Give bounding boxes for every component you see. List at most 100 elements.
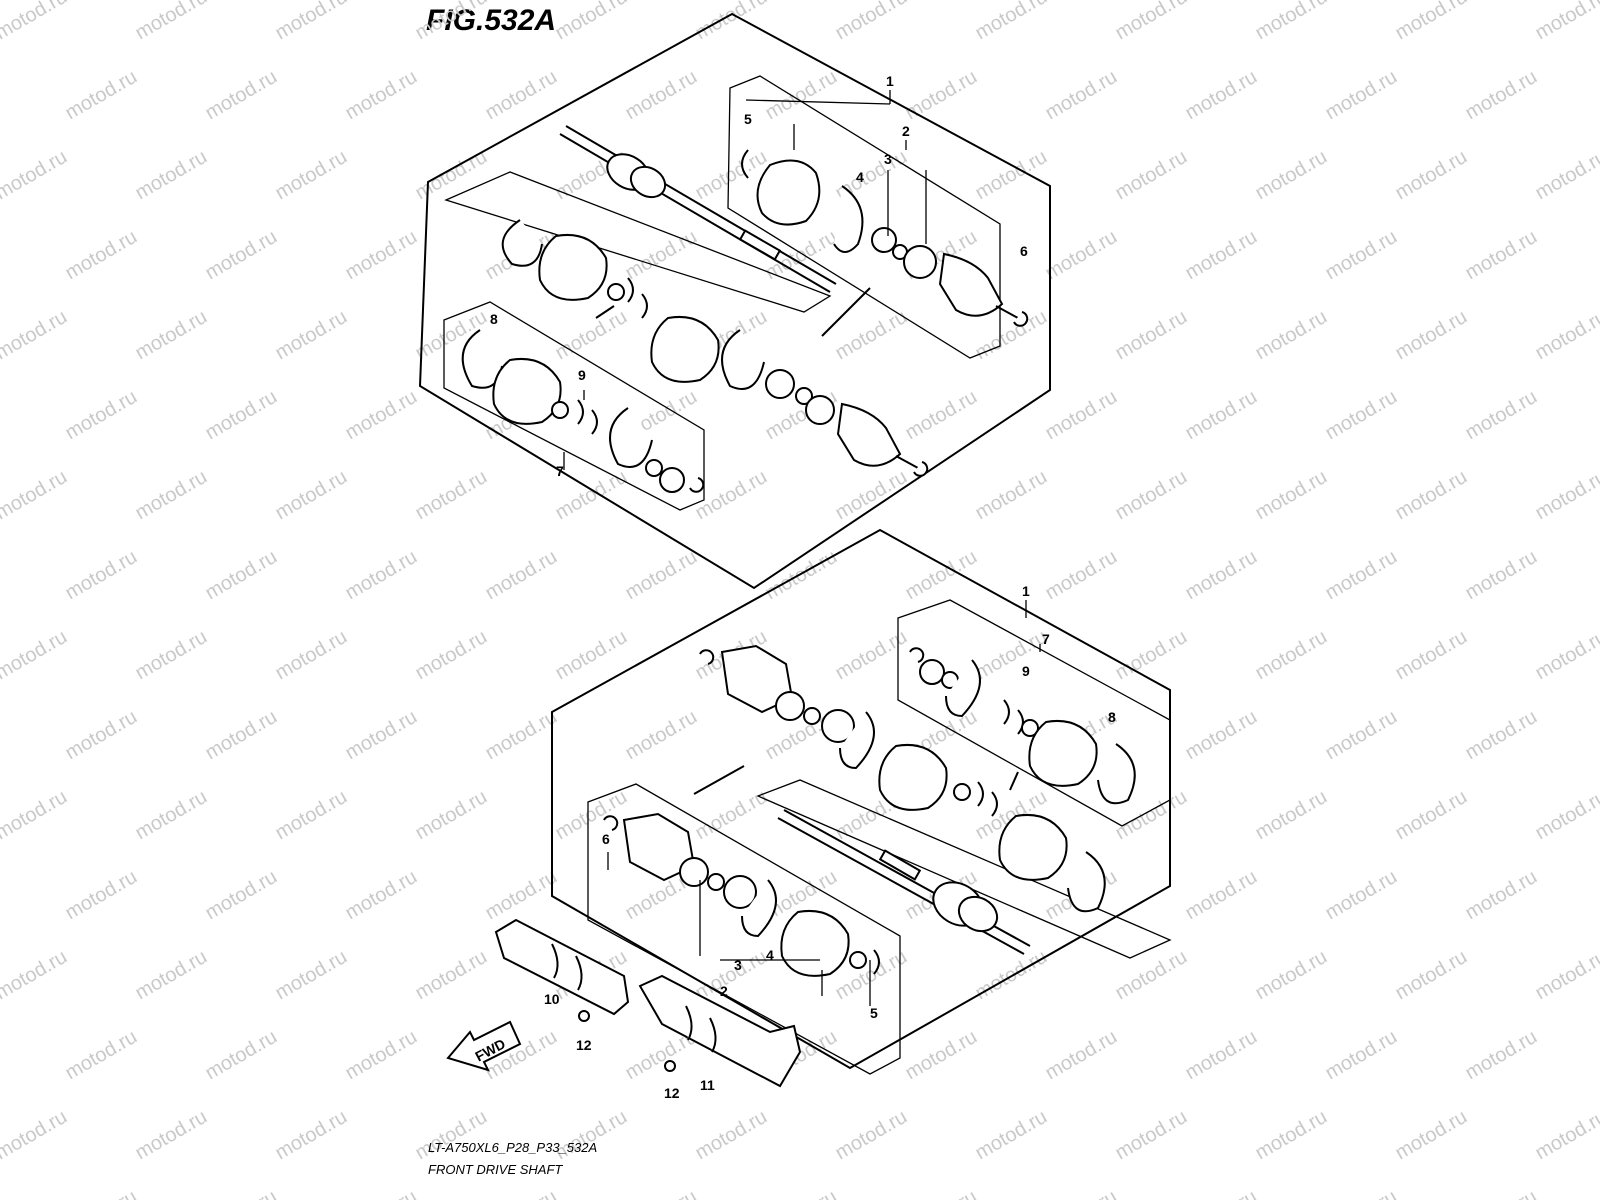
bottom-assembly: FWD 1 7 9 8 6 3 4 2 5 10 11 12 12 bbox=[446, 528, 1172, 1101]
bottom-kit-box-7 bbox=[897, 599, 1171, 827]
watermark-text: motod.ru bbox=[202, 226, 281, 285]
callout-12b: 12 bbox=[664, 1085, 680, 1101]
watermark-text: motod.ru bbox=[1182, 226, 1261, 285]
top-assembly: 1 2 3 4 5 6 7 8 9 bbox=[418, 12, 1051, 590]
top-left-kit-parts bbox=[461, 329, 705, 493]
bottom-upper-kit-parts bbox=[693, 644, 1106, 913]
callout-3: 3 bbox=[884, 151, 892, 167]
watermark-text: motod.ru bbox=[202, 66, 281, 125]
watermark-text: motod.ru bbox=[1462, 866, 1541, 925]
callout-12a: 12 bbox=[576, 1037, 592, 1053]
top-right-kit-parts bbox=[741, 149, 1029, 327]
bottom-kit7-parts bbox=[909, 647, 1136, 805]
watermark-text: motod.ru bbox=[1252, 946, 1331, 1005]
watermark-text: motod.ru bbox=[1462, 1186, 1541, 1200]
watermark-text: motod.ru bbox=[1042, 1026, 1121, 1085]
callout-8b: 8 bbox=[1108, 709, 1116, 725]
watermark-text: motod.ru bbox=[1462, 386, 1541, 445]
watermark-text: motod.ru bbox=[482, 546, 561, 605]
watermark-text: motod.ru bbox=[0, 866, 1, 925]
watermark-text: motod.ru bbox=[0, 1186, 1, 1200]
watermark-text: motod.ru bbox=[972, 466, 1051, 525]
watermark-text: motod.ru bbox=[272, 146, 351, 205]
watermark-text: motod.ru bbox=[132, 146, 211, 205]
watermark-text: motod.ru bbox=[1042, 226, 1121, 285]
watermark-text: motod.ru bbox=[202, 546, 281, 605]
watermark-text: motod.ru bbox=[1532, 626, 1600, 685]
watermark-text: motod.ru bbox=[202, 386, 281, 445]
watermark-text: motod.ru bbox=[132, 786, 211, 845]
bottom-kit-box-2 bbox=[587, 783, 901, 1075]
watermark-text: motod.ru bbox=[552, 0, 631, 44]
callout-6b: 6 bbox=[602, 831, 610, 847]
watermark-text: motod.ru bbox=[972, 1106, 1051, 1165]
watermark-text: motod.ru bbox=[622, 706, 701, 765]
watermark-text: motod.ru bbox=[1182, 546, 1261, 605]
watermark-text: motod.ru bbox=[0, 946, 71, 1005]
watermark-text: motod.ru bbox=[482, 706, 561, 765]
watermark-text: motod.ru bbox=[622, 1186, 701, 1200]
watermark-text: motod.ru bbox=[0, 306, 71, 365]
watermark-text: motod.ru bbox=[0, 1106, 71, 1165]
top-kit-box-inner bbox=[444, 171, 832, 313]
watermark-text: motod.ru bbox=[1322, 706, 1401, 765]
watermark-text: motod.ru bbox=[1532, 0, 1600, 44]
watermark-text: motod.ru bbox=[272, 626, 351, 685]
callout-8: 8 bbox=[490, 311, 498, 327]
watermark-text: motod.ru bbox=[1042, 66, 1121, 125]
watermark-text: motod.ru bbox=[1392, 306, 1471, 365]
watermark-text: motod.ru bbox=[972, 146, 1051, 205]
watermark-text: motod.ru bbox=[62, 1026, 141, 1085]
watermark-text: motod.ru bbox=[1182, 1026, 1261, 1085]
top-callout-numbers: 1 2 3 4 5 6 7 8 9 bbox=[490, 73, 1028, 479]
watermark-text: motod.ru bbox=[1252, 466, 1331, 525]
watermark-text: motod.ru bbox=[0, 146, 71, 205]
watermark-text: motod.ru bbox=[902, 386, 981, 445]
watermark-text: motod.ru bbox=[0, 786, 71, 845]
watermark-text: motod.ru bbox=[552, 306, 631, 365]
watermark-text: motod.ru bbox=[692, 946, 771, 1005]
watermark-text: motod.ru bbox=[1182, 866, 1261, 925]
watermark-text: motod.ru bbox=[1392, 1106, 1471, 1165]
watermark-text: motod.ru bbox=[0, 626, 71, 685]
watermark-text: motod.ru bbox=[62, 1186, 141, 1200]
watermark-text: motod.ru bbox=[1322, 1026, 1401, 1085]
watermark-text: motod.ru bbox=[342, 386, 421, 445]
watermark-text: motod.ru bbox=[1392, 146, 1471, 205]
bottom-drive-shaft bbox=[777, 809, 1031, 955]
bottom-assembly-frame bbox=[551, 528, 1171, 1070]
watermark-text: motod.ru bbox=[1112, 0, 1191, 44]
watermark-text: motod.ru bbox=[0, 66, 1, 125]
watermark-text: motod.ru bbox=[1392, 946, 1471, 1005]
callout-2b: 2 bbox=[720, 983, 728, 999]
watermark-text: motod.ru bbox=[1252, 146, 1331, 205]
watermark-text: motod.ru bbox=[1462, 226, 1541, 285]
watermark-text: motod.ru bbox=[202, 866, 281, 925]
watermark-text: motod.ru bbox=[1252, 626, 1331, 685]
callout-4: 4 bbox=[856, 169, 864, 185]
watermark-text: motod.ru bbox=[202, 1026, 281, 1085]
callout-7b: 7 bbox=[1042, 631, 1050, 647]
watermark-text: motod.ru bbox=[1112, 626, 1191, 685]
watermark-text: motod.ru bbox=[1462, 1026, 1541, 1085]
watermark-text: motod.ru bbox=[412, 946, 491, 1005]
top-kit-box-7 bbox=[443, 301, 705, 511]
watermark-text: motod.ru bbox=[272, 946, 351, 1005]
watermark-text: motod.ru bbox=[552, 786, 631, 845]
watermark-text: motod.ru bbox=[1252, 786, 1331, 845]
model-code: LT-A750XL6_P28_P33_532A bbox=[428, 1140, 598, 1155]
bottom-callout-numbers: 1 7 9 8 6 3 4 2 5 10 11 12 12 bbox=[544, 583, 1116, 1101]
watermark-text: motod.ru bbox=[1112, 466, 1191, 525]
watermark-text: motod.ru bbox=[272, 306, 351, 365]
watermark-text: motod.ru bbox=[342, 546, 421, 605]
bottom-callout-leaders bbox=[607, 600, 1041, 1006]
watermark-text: motod.ru bbox=[1532, 786, 1600, 845]
watermark-text: motod.ru bbox=[972, 946, 1051, 1005]
watermark-text: motod.ru bbox=[692, 1106, 771, 1165]
watermark-text: motod.ru bbox=[832, 0, 911, 44]
callout-9: 9 bbox=[578, 367, 586, 383]
watermark-text: motod.ru bbox=[0, 466, 71, 525]
callout-1: 1 bbox=[886, 73, 894, 89]
section-name: FRONT DRIVE SHAFT bbox=[428, 1162, 563, 1177]
